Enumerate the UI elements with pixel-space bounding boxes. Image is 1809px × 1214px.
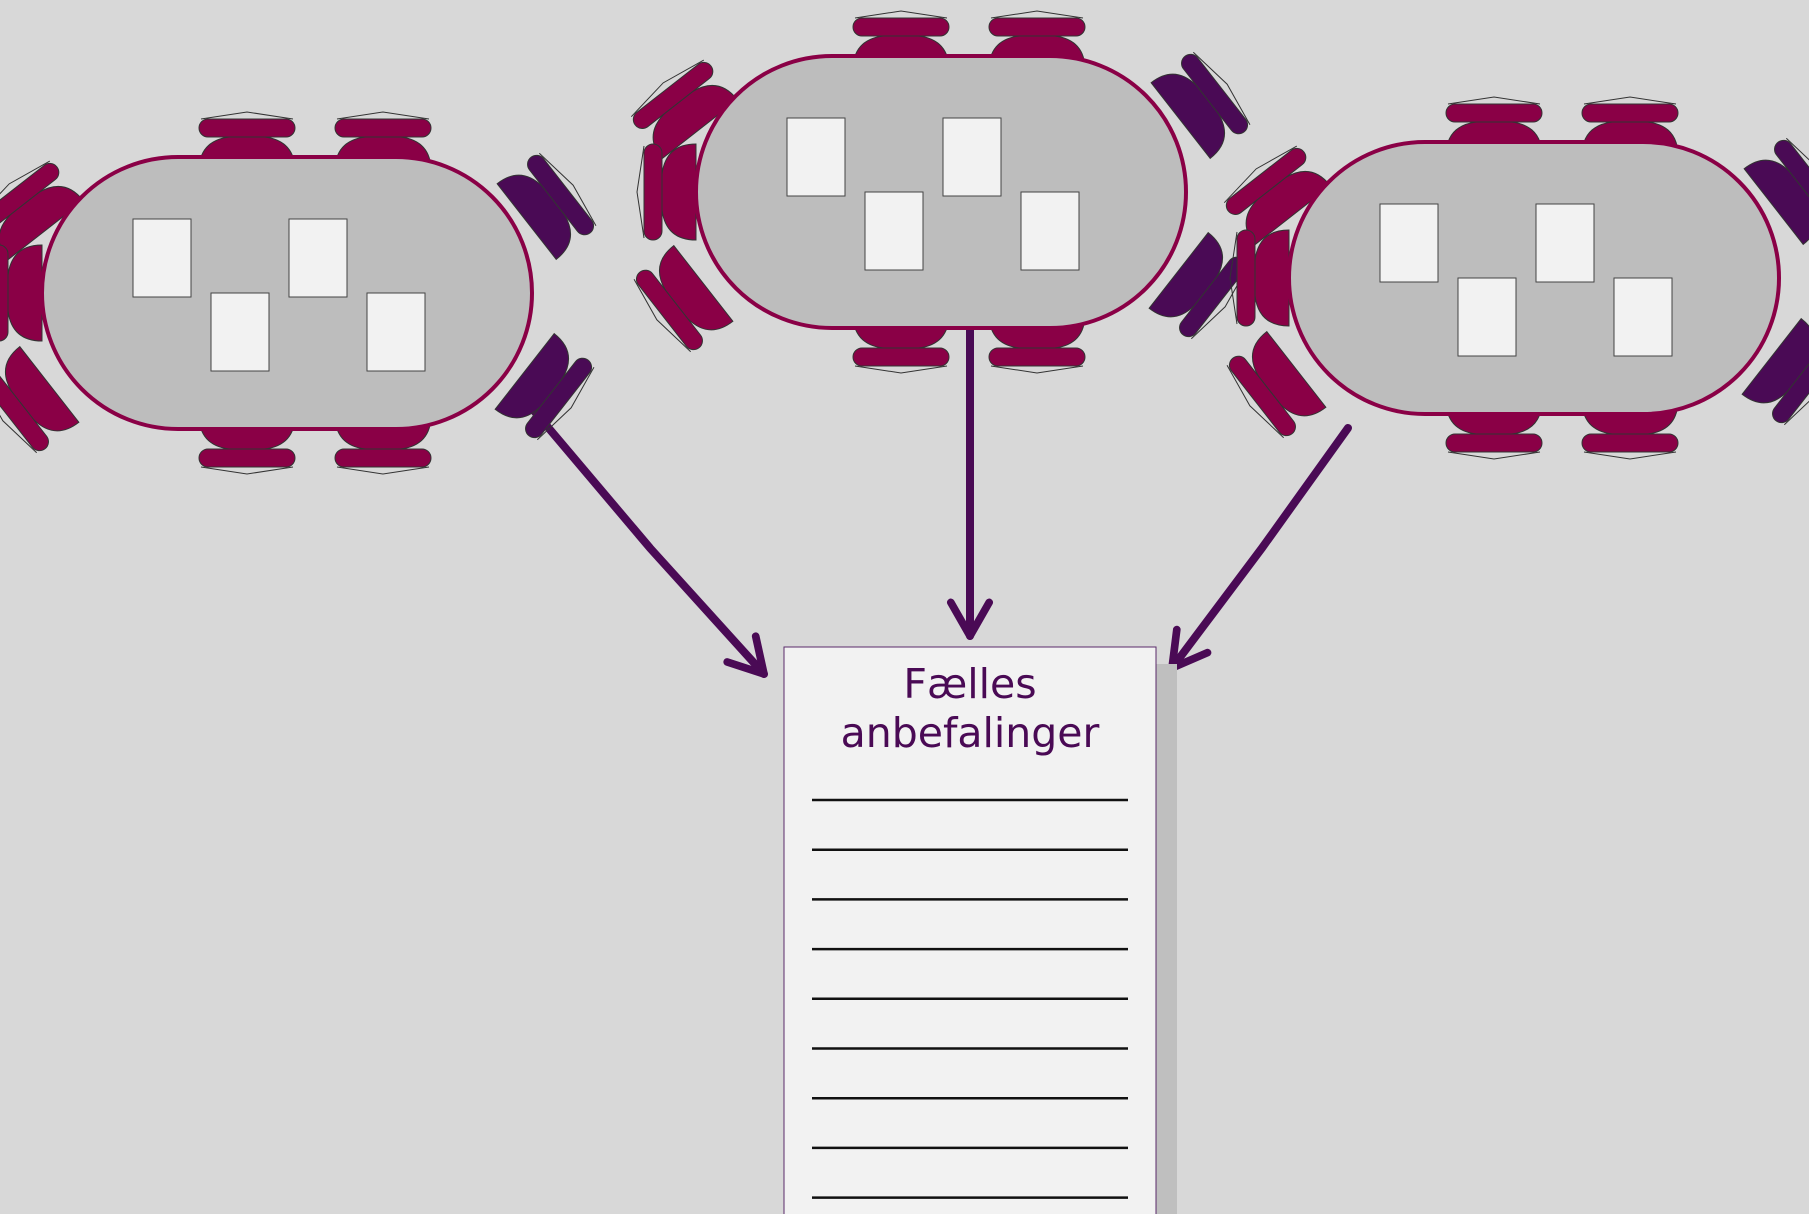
document-title: Fælles anbefalinger bbox=[840, 660, 1100, 757]
chair-back-edge bbox=[630, 59, 705, 118]
chair-back bbox=[1225, 147, 1307, 215]
chair bbox=[633, 244, 734, 353]
arrows bbox=[526, 326, 1352, 678]
chair-back-edge bbox=[536, 366, 595, 441]
chair-back-edge bbox=[1785, 137, 1809, 212]
sticky-note bbox=[366, 292, 426, 372]
chair-back-edge bbox=[1192, 51, 1251, 126]
document-page bbox=[783, 646, 1157, 1214]
table-top bbox=[694, 54, 1188, 330]
sticky-note bbox=[864, 191, 924, 271]
chair-back bbox=[988, 17, 1086, 37]
chair-back-edge bbox=[990, 365, 1084, 374]
chair-back-edge bbox=[854, 365, 948, 374]
chair-back bbox=[1228, 355, 1296, 437]
table-top bbox=[1287, 140, 1781, 416]
chair-back bbox=[635, 269, 703, 351]
chair bbox=[496, 152, 597, 261]
chair-back-edge bbox=[1229, 231, 1238, 325]
sticky-note bbox=[288, 218, 348, 298]
chair-back bbox=[1445, 103, 1543, 123]
sticky-note bbox=[786, 117, 846, 197]
chair bbox=[494, 332, 595, 441]
chair-back-edge bbox=[1583, 451, 1677, 460]
chair-seat bbox=[7, 244, 43, 342]
chair bbox=[1743, 137, 1809, 246]
chair-back bbox=[0, 162, 60, 230]
chair-back bbox=[1774, 139, 1809, 221]
sticky-note bbox=[1613, 277, 1673, 357]
chair-back bbox=[643, 143, 663, 241]
chair-back bbox=[527, 154, 595, 236]
chair-back-edge bbox=[1783, 351, 1809, 426]
chair-back-edge bbox=[1226, 364, 1285, 439]
chair-back bbox=[198, 448, 296, 468]
sticky-note bbox=[1379, 203, 1439, 283]
chair-back-edge bbox=[633, 278, 692, 353]
arrow-left bbox=[526, 402, 768, 678]
table-right bbox=[1223, 96, 1809, 460]
chair bbox=[1223, 145, 1332, 246]
chair-back-edge bbox=[538, 152, 597, 227]
sticky-note bbox=[1535, 203, 1595, 283]
chair bbox=[1150, 51, 1251, 160]
chair-seat bbox=[1743, 159, 1809, 246]
table-left bbox=[0, 111, 597, 475]
chair-back-edge bbox=[1583, 96, 1677, 105]
chair-back-edge bbox=[1447, 451, 1541, 460]
chair-back bbox=[632, 61, 714, 129]
chair-seat bbox=[661, 143, 697, 241]
chair-back bbox=[1445, 433, 1543, 453]
chair bbox=[1226, 330, 1327, 439]
chair-back bbox=[334, 118, 432, 138]
chair-back bbox=[334, 448, 432, 468]
chair-back-edge bbox=[636, 145, 645, 239]
chair-back bbox=[0, 370, 49, 452]
table-top bbox=[40, 155, 534, 431]
chair bbox=[0, 345, 80, 454]
chair-back-edge bbox=[990, 10, 1084, 19]
chair-back-edge bbox=[336, 111, 430, 120]
chair bbox=[636, 143, 697, 241]
chair-back bbox=[852, 17, 950, 37]
chair bbox=[0, 160, 85, 261]
chair-back bbox=[1581, 103, 1679, 123]
chair-back bbox=[1581, 433, 1679, 453]
chair-back-edge bbox=[200, 111, 294, 120]
chair-back bbox=[1772, 342, 1809, 424]
sticky-note bbox=[1457, 277, 1517, 357]
sticky-note bbox=[1020, 191, 1080, 271]
chair-back bbox=[1236, 229, 1256, 327]
sticky-note bbox=[942, 117, 1002, 197]
chair-back-edge bbox=[1223, 145, 1298, 204]
chair bbox=[1229, 229, 1290, 327]
chair-back-edge bbox=[854, 10, 948, 19]
table-middle bbox=[630, 10, 1251, 374]
shared-recommendations-document bbox=[783, 646, 1177, 1214]
chair bbox=[0, 244, 43, 342]
chair-back bbox=[198, 118, 296, 138]
sticky-note bbox=[210, 292, 270, 372]
chair bbox=[630, 59, 739, 160]
tables bbox=[0, 10, 1809, 475]
chair-back bbox=[525, 357, 593, 439]
arrow-right bbox=[1168, 424, 1352, 672]
chair-back bbox=[1181, 53, 1249, 135]
chair-seat bbox=[1254, 229, 1290, 327]
chair-back bbox=[852, 347, 950, 367]
chair bbox=[1148, 231, 1249, 340]
chair-back-edge bbox=[336, 466, 430, 475]
chair-back-edge bbox=[1447, 96, 1541, 105]
chair-back bbox=[988, 347, 1086, 367]
chair-back bbox=[0, 244, 9, 342]
chair-back-edge bbox=[200, 466, 294, 475]
chair bbox=[1741, 317, 1809, 426]
sticky-note bbox=[132, 218, 192, 298]
chair-back-edge bbox=[0, 160, 51, 219]
chair-back-edge bbox=[0, 379, 38, 454]
